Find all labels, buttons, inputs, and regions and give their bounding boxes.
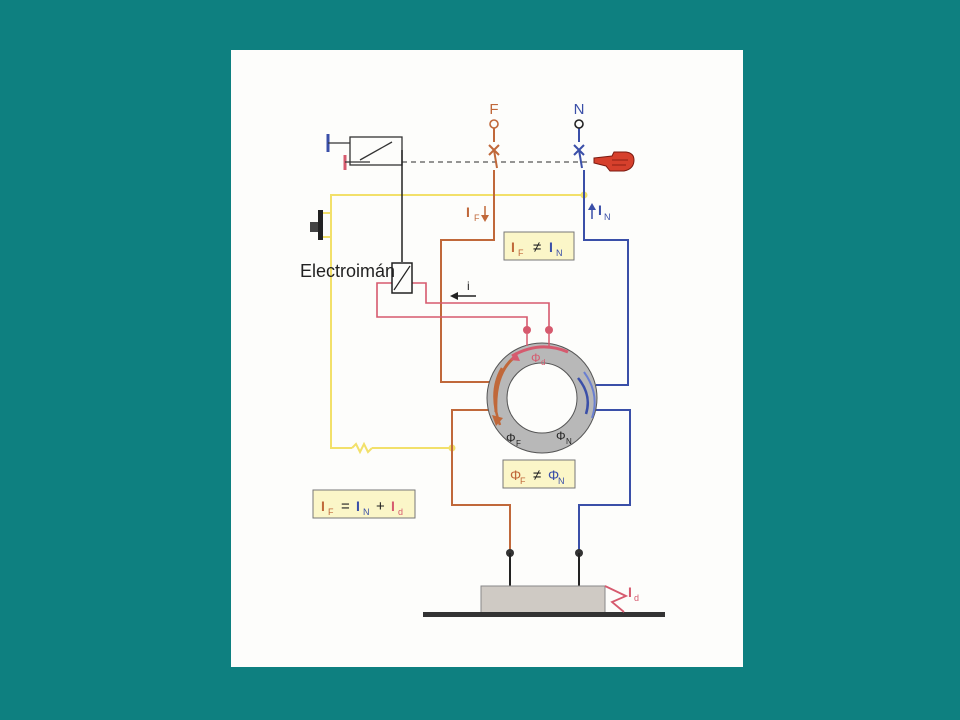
svg-text:I: I [321, 498, 325, 514]
current-arrow-i [450, 292, 476, 300]
svg-text:d: d [541, 358, 545, 367]
ground-plate [423, 612, 665, 617]
label-IN: I N [588, 202, 611, 222]
svg-text:I: I [628, 584, 632, 600]
svg-text:≠: ≠ [533, 239, 541, 256]
equation-flux-neq: Φ F ≠ Φ N [502, 459, 576, 489]
equation-currents-neq: I F ≠ I N [503, 231, 575, 261]
svg-text:N: N [558, 476, 565, 486]
phase-conductor [440, 128, 511, 552]
svg-text:F: F [328, 507, 334, 517]
svg-text:Φ: Φ [531, 351, 541, 365]
svg-text:F: F [474, 213, 480, 223]
svg-text:N: N [363, 507, 370, 517]
relay-coil-icon [391, 262, 413, 294]
svg-text:I: I [598, 202, 602, 218]
svg-text:≠: ≠ [533, 467, 541, 484]
label-Id: I d [628, 584, 639, 603]
label-electroiman: Electroimán [300, 261, 395, 281]
svg-text:N: N [566, 437, 572, 446]
leakage-path-icon [604, 585, 629, 613]
svg-text:N: N [604, 212, 611, 222]
svg-text:d: d [634, 593, 639, 603]
svg-text:F: F [516, 439, 521, 448]
label-phiF: Φ F [506, 431, 521, 448]
svg-text:I: I [466, 204, 470, 220]
svg-text:N: N [556, 248, 563, 258]
svg-text:Φ: Φ [548, 467, 559, 483]
svg-text:F: F [520, 476, 526, 486]
label-phiN: Φ N [556, 429, 572, 446]
trip-latch-icon [326, 134, 590, 170]
svg-text:d: d [398, 507, 403, 517]
label-phid: Φ d [531, 351, 545, 367]
label-N: N [574, 101, 585, 118]
sensing-terminal-2 [545, 326, 553, 334]
load-block [480, 585, 606, 615]
label-F: F [489, 101, 498, 118]
svg-text:F: F [518, 248, 524, 258]
svg-text:I: I [511, 239, 515, 255]
pointing-hand-icon[interactable] [593, 151, 635, 172]
diagram-panel [231, 50, 743, 667]
svg-text:Φ: Φ [506, 431, 516, 445]
svg-text:I: I [356, 498, 360, 514]
svg-text:=: = [341, 498, 350, 515]
label-IF: I F [466, 204, 489, 223]
toroid-core-icon [486, 334, 598, 454]
svg-text:I: I [391, 498, 395, 514]
svg-text:Φ: Φ [510, 467, 521, 483]
terminal-F [489, 119, 499, 129]
sensing-terminal-1 [523, 326, 531, 334]
test-circuit-wiring [330, 194, 584, 455]
label-i: i [467, 279, 470, 293]
svg-text:+: + [376, 498, 385, 515]
terminal-N [574, 119, 584, 129]
equation-sum: I F = I N + I d [312, 489, 416, 519]
neutral-conductor [573, 128, 631, 552]
svg-text:Φ: Φ [556, 429, 566, 443]
test-button-icon[interactable] [310, 210, 331, 240]
sensing-loop-wiring [376, 282, 550, 330]
svg-text:I: I [549, 239, 553, 255]
